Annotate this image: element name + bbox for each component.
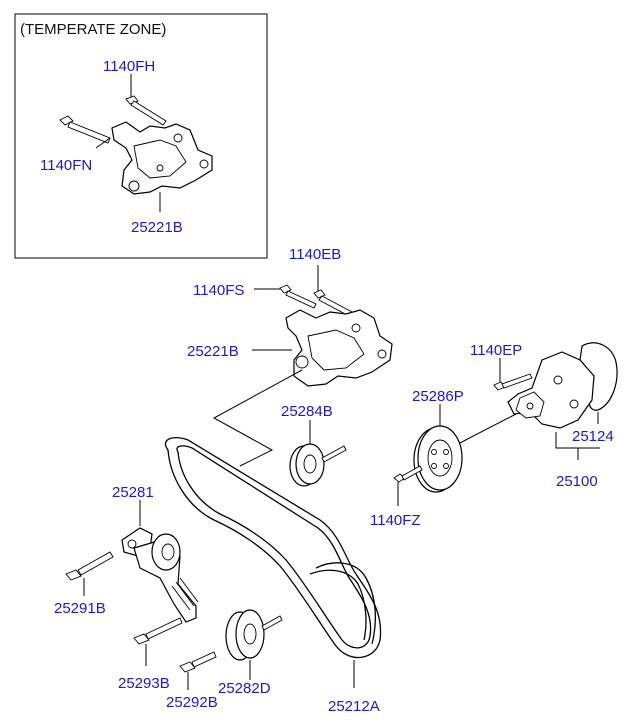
bolt-1140ep[interactable] <box>493 373 533 391</box>
bolt-25292b[interactable] <box>179 651 217 673</box>
label-25284b: 25284B <box>281 403 333 420</box>
bracket-25221b[interactable] <box>285 309 393 387</box>
bolt-1140fs[interactable] <box>279 284 317 309</box>
label-1140fn: 1140FN <box>40 157 92 174</box>
pulley-25282d[interactable] <box>225 609 283 661</box>
water-pump-25100[interactable] <box>507 351 595 429</box>
label-25221b: 25221B <box>187 343 239 360</box>
tensioner-25281[interactable] <box>121 527 199 623</box>
label-25221b-inset: 25221B <box>131 219 183 236</box>
label-1140fz: 1140FZ <box>370 512 421 529</box>
pulley-25286p[interactable] <box>413 425 463 493</box>
inset-frame <box>14 13 268 259</box>
label-1140eb: 1140EB <box>289 246 341 263</box>
label-1140fs: 1140FS <box>193 282 244 299</box>
temperate-zone-inset: (TEMPERATE ZONE) 1140FH 1140FN 25221B <box>14 13 268 259</box>
idler-25284b[interactable] <box>289 443 347 487</box>
label-1140ep: 1140EP <box>470 342 522 359</box>
label-25291b: 25291B <box>54 600 106 617</box>
label-25281: 25281 <box>112 484 154 501</box>
bolt-1140fz[interactable] <box>393 465 423 483</box>
label-25124: 25124 <box>572 428 614 445</box>
label-25282d: 25282D <box>218 680 271 697</box>
bolt-1140fn[interactable] <box>59 115 111 144</box>
bolt-1140fh[interactable] <box>125 95 167 126</box>
bolt-25293b[interactable] <box>133 617 183 645</box>
label-25212a: 25212A <box>328 698 380 715</box>
belt-25212a[interactable] <box>164 436 382 659</box>
label-1140fh: 1140FH <box>103 58 155 75</box>
label-25292b: 25292B <box>166 694 218 711</box>
bracket-25221b-inset[interactable] <box>111 121 213 195</box>
bolt-25291b[interactable] <box>65 551 114 581</box>
label-25100: 25100 <box>556 473 598 490</box>
label-25293b: 25293B <box>118 675 170 692</box>
label-25286p: 25286P <box>412 388 464 405</box>
inset-title: (TEMPERATE ZONE) <box>20 21 166 38</box>
